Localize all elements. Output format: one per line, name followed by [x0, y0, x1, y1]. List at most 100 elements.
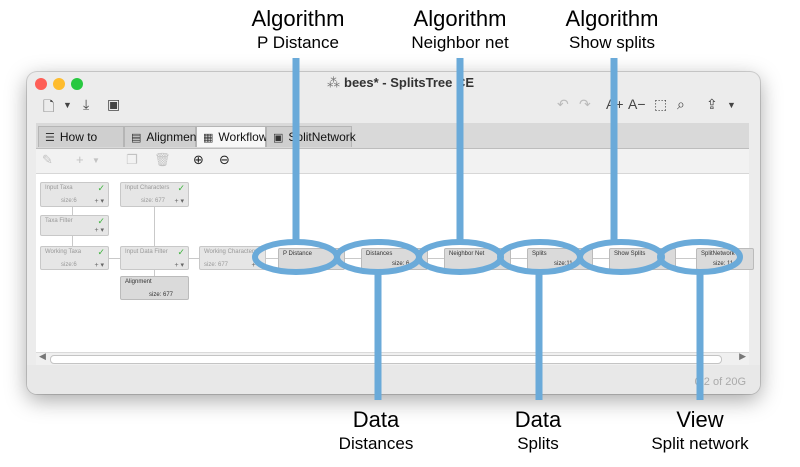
- add-icon[interactable]: +: [76, 152, 84, 167]
- tab-label: Workflow: [218, 130, 268, 144]
- node-title: Splits: [532, 251, 547, 257]
- annotation-top-neighbornet: Algorithm Neighbor net: [395, 6, 525, 54]
- node-size: size:6: [61, 262, 77, 268]
- scroll-left-icon[interactable]: ◀: [39, 351, 46, 361]
- workflow-node-p-distance[interactable]: P Distance: [278, 248, 345, 270]
- zoom-out-icon[interactable]: ⊖: [219, 152, 230, 167]
- connector: [676, 258, 696, 259]
- node-title: Distances: [366, 251, 393, 257]
- minimize-window-button[interactable]: [53, 78, 65, 90]
- annotation-subtitle: P Distance: [257, 33, 339, 52]
- check-icon: ✓: [177, 247, 185, 257]
- node-title: Alignment: [125, 279, 152, 285]
- connector: [593, 258, 609, 259]
- workflow-node-input-characters[interactable]: Input Characters ✓ size: 677 + ▾: [120, 182, 189, 207]
- splitstree-icon: ⁂: [327, 75, 340, 90]
- annotation-title: Algorithm: [565, 6, 659, 31]
- node-menu-icon[interactable]: + ▾: [174, 262, 184, 269]
- workflow-node-alignment[interactable]: Alignment size: 677: [120, 276, 189, 300]
- network-icon: ▣: [273, 132, 284, 144]
- workflow-node-show-splits[interactable]: Show Splits: [609, 248, 676, 270]
- chevron-down-icon[interactable]: ▼: [63, 100, 72, 110]
- annotation-title: View: [676, 407, 724, 432]
- workflow-node-distances[interactable]: Distances size: 6: [361, 248, 428, 270]
- share-icon[interactable]: ⇪: [706, 96, 718, 112]
- connector: [72, 207, 73, 215]
- memory-usage: 0.2 of 20G: [694, 376, 746, 388]
- scrollbar-thumb[interactable]: [50, 355, 722, 364]
- node-menu-icon[interactable]: + ▾: [94, 227, 104, 234]
- tab-bar: ☰How to Cite ▤ Alignment ▦ Workflow ▣Split…: [36, 123, 749, 166]
- node-title: SplitNetwork: [701, 251, 735, 257]
- node-menu-icon[interactable]: + ▾: [94, 262, 104, 269]
- node-size: size:11: [554, 261, 573, 267]
- zoom-in-icon[interactable]: ⊕: [193, 152, 204, 167]
- annotation-bottom-splits: Data Splits: [478, 407, 598, 455]
- annotation-top-showsplits: Algorithm Show splits: [552, 6, 672, 54]
- decrease-font-icon[interactable]: A−: [628, 96, 646, 112]
- undo-icon[interactable]: ↶: [557, 96, 569, 112]
- main-toolbar: 🗋 ▼ ⤓ ▣ ↶ ↷ A+ A− ⬚ ⌕ ⇪ ▼: [27, 94, 760, 120]
- check-icon: ✓: [97, 216, 105, 226]
- table-icon: ▤: [131, 132, 142, 144]
- annotation-subtitle: Split network: [651, 434, 749, 453]
- tab-how-to-cite[interactable]: ☰How to Cite: [38, 126, 124, 166]
- workflow-node-split-network[interactable]: SplitNetwork size: 11: [696, 248, 754, 270]
- workflow-node-input-data-filter[interactable]: Input Data Filter ✓ + ▾: [120, 246, 189, 270]
- scroll-right-icon[interactable]: ▶: [739, 351, 746, 361]
- check-icon: ✓: [177, 183, 185, 193]
- node-title: Input Taxa: [45, 185, 73, 191]
- download-icon[interactable]: ⤓: [83, 96, 90, 112]
- node-size: size: 11: [713, 261, 734, 267]
- close-window-button[interactable]: [35, 78, 47, 90]
- annotation-title: Data: [352, 407, 400, 432]
- connector: [189, 258, 199, 259]
- workflow-node-working-taxa[interactable]: Working Taxa ✓ size:6 + ▾: [40, 246, 109, 270]
- node-menu-icon[interactable]: + ▾: [174, 198, 184, 205]
- horizontal-scrollbar[interactable]: ◀ ▶: [36, 351, 749, 366]
- grid-icon: ▦: [203, 132, 214, 144]
- sidebar-icon[interactable]: ▣: [107, 96, 121, 112]
- workflow-node-neighbor-net[interactable]: Neighbor Net: [444, 248, 511, 270]
- new-file-icon[interactable]: 🗋: [43, 98, 55, 114]
- check-icon: ✓: [97, 247, 105, 257]
- node-title: Input Characters: [125, 185, 170, 191]
- annotation-subtitle: Neighbor net: [411, 33, 509, 52]
- zoom-window-button[interactable]: [71, 78, 83, 90]
- trash-icon[interactable]: 🗑: [154, 152, 171, 167]
- tab-workflow[interactable]: ▦ Workflow: [196, 126, 268, 147]
- annotation-bottom-splitnetwork: View Split network: [630, 407, 770, 455]
- workflow-node-splits[interactable]: Splits size:11: [527, 248, 593, 270]
- duplicate-icon[interactable]: ❐: [126, 152, 138, 167]
- connector: [428, 258, 444, 259]
- select-all-icon[interactable]: ⬚: [654, 96, 668, 112]
- tab-alignment[interactable]: ▤ Alignment: [124, 126, 200, 147]
- node-size: size: 677: [149, 292, 174, 298]
- window-title-text: bees* - SplitsTree CE: [344, 75, 475, 90]
- workflow-canvas[interactable]: Input Taxa ✓ size:6 + ▾ Input Characters…: [36, 174, 754, 352]
- node-menu-icon[interactable]: + ▾: [94, 198, 104, 205]
- workflow-node-working-characters[interactable]: Working Characters size: 677 + ▾: [199, 246, 266, 270]
- workflow-toolbar: ✎ + ▼ ❐ 🗑 ⊕ ⊖: [36, 149, 749, 174]
- edit-icon[interactable]: ✎: [42, 152, 53, 167]
- node-title: Working Taxa: [45, 249, 82, 255]
- workflow-node-input-taxa[interactable]: Input Taxa ✓ size:6 + ▾: [40, 182, 109, 207]
- tab-label: Alignment: [146, 130, 200, 144]
- tab-split-network[interactable]: ▣SplitNetwork: [266, 126, 356, 147]
- annotation-title: Algorithm: [251, 6, 345, 31]
- app-window: ⁂ bees* - SplitsTree CE 🗋 ▼ ⤓ ▣ ↶ ↷ A+ A−…: [27, 72, 760, 394]
- annotation-top-pdistance: Algorithm P Distance: [238, 6, 358, 54]
- workflow-node-taxa-filter[interactable]: Taxa Filter ✓ + ▾: [40, 215, 109, 236]
- node-title: Input Data Filter: [125, 249, 168, 255]
- increase-font-icon[interactable]: A+: [606, 96, 624, 112]
- search-icon[interactable]: ⌕: [677, 96, 685, 112]
- chevron-down-icon[interactable]: ▼: [727, 100, 736, 110]
- annotation-title: Data: [514, 407, 562, 432]
- connector: [266, 258, 278, 259]
- node-title: Show Splits: [614, 251, 646, 257]
- connector: [511, 258, 527, 259]
- node-menu-icon[interactable]: + ▾: [251, 262, 261, 269]
- redo-icon[interactable]: ↷: [579, 96, 591, 112]
- connector: [345, 258, 361, 259]
- chevron-down-icon[interactable]: ▼: [92, 156, 100, 165]
